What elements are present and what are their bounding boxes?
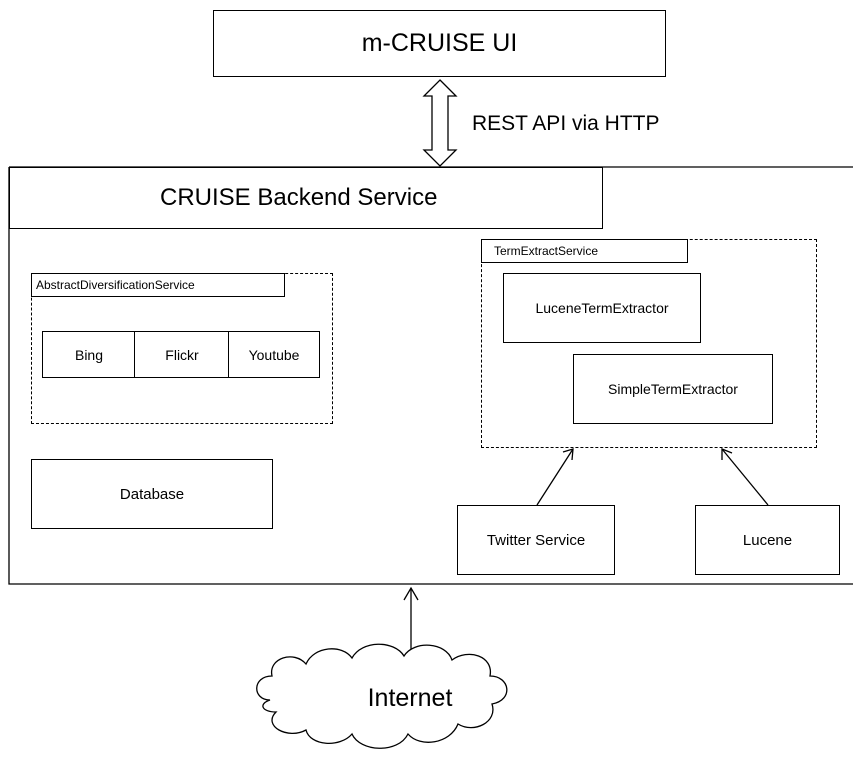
simple-term-extractor-box: SimpleTermExtractor	[573, 354, 773, 424]
provider-bing: Bing	[42, 331, 136, 378]
provider-flickr: Flickr	[134, 331, 230, 378]
internet-cloud	[256, 643, 508, 749]
backend-title: CRUISE Backend Service	[160, 184, 438, 211]
provider-youtube-label: Youtube	[248, 346, 300, 363]
m-cruise-ui-box: m-CRUISE UI	[213, 10, 666, 77]
lucene-term-extractor-label: LuceneTermExtractor	[535, 300, 669, 316]
provider-youtube: Youtube	[228, 331, 320, 378]
rest-api-label: REST API via HTTP	[472, 112, 660, 135]
provider-bing-label: Bing	[74, 346, 104, 363]
database-label: Database	[119, 485, 185, 503]
twitter-service-label: Twitter Service	[486, 531, 586, 549]
lucene-to-termextract-arrow	[721, 448, 769, 506]
diversification-service-title-box: AbstractDiversificationService	[31, 273, 285, 297]
provider-flickr-label: Flickr	[165, 346, 199, 363]
simple-term-extractor-label: SimpleTermExtractor	[608, 381, 738, 397]
lucene-box: Lucene	[695, 505, 840, 575]
database-box: Database	[31, 459, 273, 529]
term-extract-service-title: TermExtractService	[494, 244, 599, 258]
internet-label: Internet	[367, 684, 453, 712]
diversification-service-title: AbstractDiversificationService	[36, 278, 195, 292]
twitter-service-box: Twitter Service	[457, 505, 615, 575]
term-extract-service-title-box: TermExtractService	[481, 239, 688, 263]
lucene-term-extractor-box: LuceneTermExtractor	[503, 273, 701, 343]
rest-api-double-arrow	[422, 79, 458, 167]
backend-title-box: CRUISE Backend Service	[9, 167, 603, 229]
m-cruise-ui-label: m-CRUISE UI	[361, 29, 518, 57]
twitter-to-termextract-arrow	[536, 448, 574, 506]
lucene-label: Lucene	[742, 531, 793, 549]
